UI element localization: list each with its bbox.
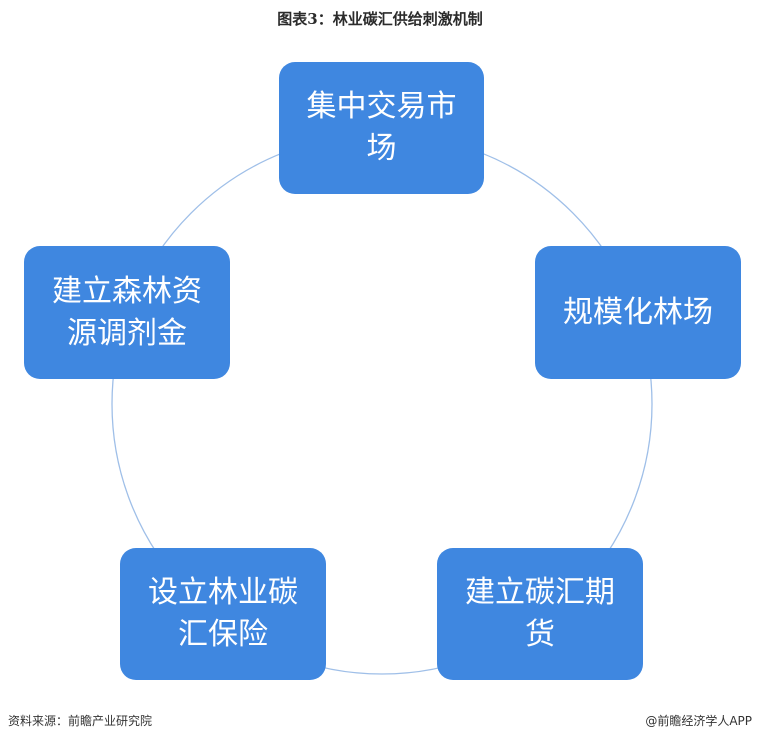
node-label: 设立林业碳汇保险 bbox=[148, 575, 298, 652]
node-forest-adjustment-fund: 建立森林资源调剂金 bbox=[24, 246, 230, 379]
node-carbon-futures: 建立碳汇期货 bbox=[437, 548, 643, 680]
source-note: 资料来源：前瞻产业研究院 bbox=[8, 714, 153, 728]
node-label: 建立碳汇期货 bbox=[465, 575, 615, 652]
app-credit: @前瞻经济学人APP bbox=[645, 714, 752, 728]
node-scaled-forest-farm: 规模化林场 bbox=[535, 246, 741, 379]
node-carbon-insurance: 设立林业碳汇保险 bbox=[120, 548, 326, 680]
node-centralized-market: 集中交易市场 bbox=[279, 62, 484, 194]
node-label: 建立森林资源调剂金 bbox=[52, 273, 202, 351]
node-label: 集中交易市场 bbox=[306, 89, 457, 166]
node-label: 规模化林场 bbox=[563, 294, 713, 330]
figure-title: 图表3：林业碳汇供给刺激机制 bbox=[277, 10, 483, 28]
